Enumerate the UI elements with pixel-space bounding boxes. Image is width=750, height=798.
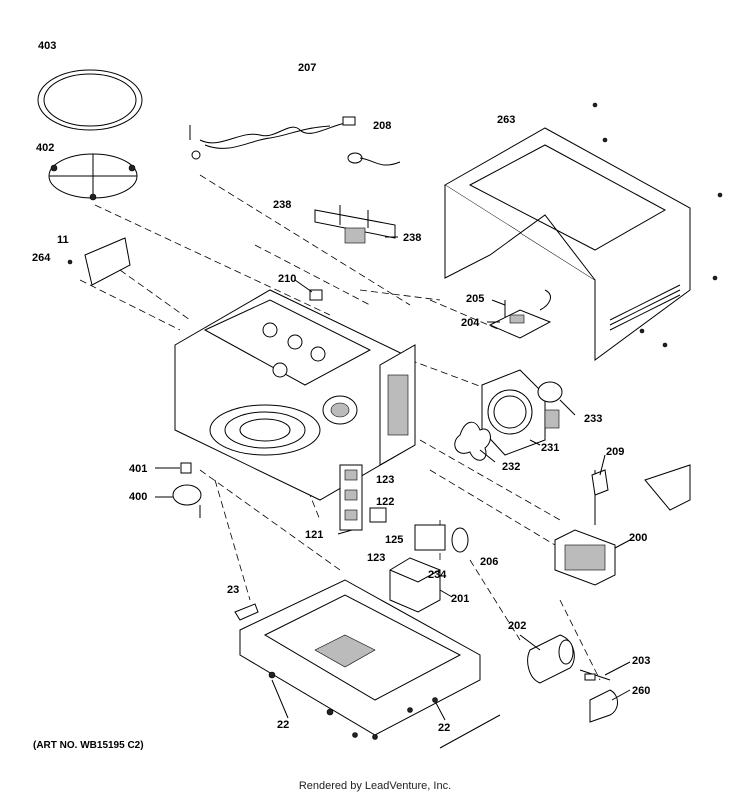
- label-202: 202: [508, 620, 526, 632]
- label-200: 200: [629, 532, 647, 544]
- label-232: 232: [502, 461, 520, 473]
- turntable-motor[interactable]: [172, 484, 202, 518]
- transformer[interactable]: [554, 470, 616, 586]
- roller-ring[interactable]: [48, 153, 138, 201]
- label-234: 234: [428, 569, 447, 581]
- label-209: 209: [606, 446, 624, 458]
- label-238-right: 238: [403, 232, 421, 244]
- label-260: 260: [632, 685, 650, 697]
- outer-case[interactable]: [444, 127, 691, 361]
- label-201: 201: [451, 593, 469, 605]
- side-bracket[interactable]: [644, 464, 691, 511]
- base-grille: [314, 634, 376, 668]
- label-205: 205: [466, 293, 484, 305]
- label-121: 121: [305, 529, 323, 541]
- label-11: 11: [57, 234, 69, 246]
- mounting-bracket[interactable]: [314, 205, 396, 244]
- control-panel-holes: [387, 374, 409, 436]
- fan-motor[interactable]: [537, 381, 563, 429]
- label-123-top: 123: [376, 474, 394, 486]
- diode[interactable]: [579, 669, 611, 681]
- label-263: 263: [497, 114, 515, 126]
- label-122: 122: [376, 496, 394, 508]
- part-labels: 403 402 207 208 263 238 238 11 264 210 2…: [32, 40, 650, 734]
- coupler[interactable]: [180, 462, 192, 474]
- turntable-ring[interactable]: [37, 69, 143, 131]
- capacitor-bracket[interactable]: [589, 689, 618, 723]
- label-123-bottom: 123: [367, 552, 385, 564]
- thermal-fuse[interactable]: [347, 152, 401, 166]
- art-number: (ART NO. WB15195 C2): [33, 740, 144, 751]
- label-125: 125: [385, 534, 403, 546]
- label-206: 206: [480, 556, 498, 568]
- label-238-left: 238: [273, 199, 291, 211]
- label-403: 403: [38, 40, 56, 52]
- label-400: 400: [129, 491, 147, 503]
- cavity-floor: [209, 404, 321, 456]
- label-leaders: [155, 236, 631, 721]
- label-23: 23: [227, 584, 239, 596]
- label-231: 231: [541, 442, 559, 454]
- high-voltage-diode[interactable]: [414, 524, 446, 551]
- label-210: 210: [278, 273, 296, 285]
- stirrer-motor[interactable]: [322, 395, 358, 425]
- capacitor[interactable]: [527, 634, 575, 684]
- label-208: 208: [373, 120, 391, 132]
- label-264: 264: [32, 252, 51, 264]
- control-board[interactable]: [488, 289, 552, 339]
- label-401: 401: [129, 463, 147, 475]
- label-22-right: 22: [438, 722, 450, 734]
- label-233: 233: [584, 413, 602, 425]
- label-22-left: 22: [277, 719, 289, 731]
- switch-assembly[interactable]: [339, 464, 387, 531]
- screws: [268, 102, 723, 740]
- magnetron[interactable]: [389, 557, 441, 613]
- oven-cavity[interactable]: [174, 289, 416, 501]
- label-203: 203: [632, 655, 650, 667]
- case-vents: [609, 284, 681, 331]
- fuse-holder[interactable]: [451, 527, 469, 553]
- label-204: 204: [461, 317, 480, 329]
- latch-cover[interactable]: [67, 237, 131, 286]
- interlock-switch[interactable]: [309, 289, 323, 301]
- base-bracket[interactable]: [234, 603, 259, 621]
- base-plate[interactable]: [239, 579, 501, 749]
- wire-harness[interactable]: [189, 116, 356, 160]
- label-402: 402: [36, 142, 54, 154]
- footer-credit: Rendered by LeadVenture, Inc.: [298, 780, 452, 792]
- label-207: 207: [298, 62, 316, 74]
